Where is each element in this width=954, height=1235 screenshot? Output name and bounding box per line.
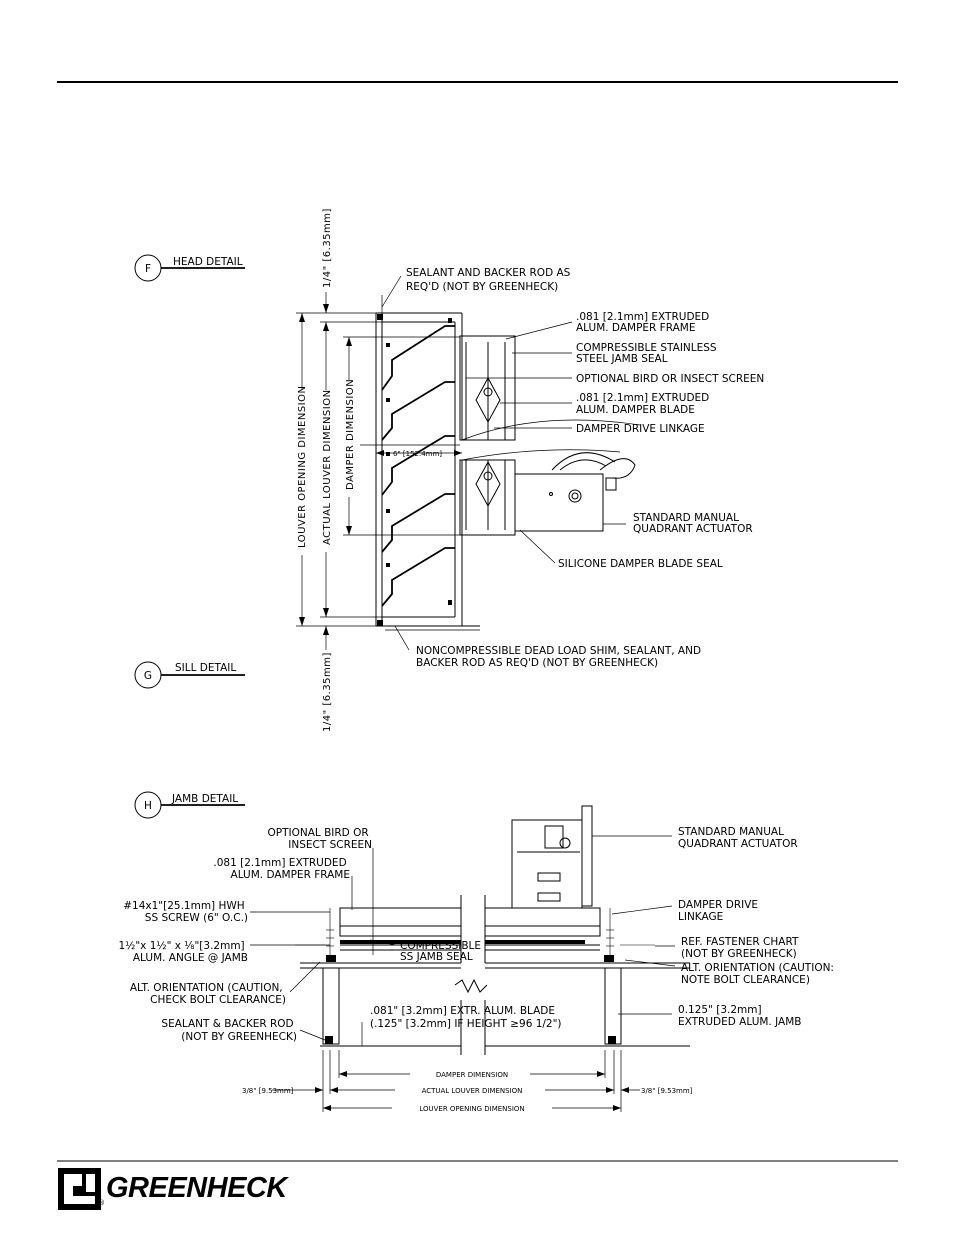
jamb-dim-right: 3/8" [9.53mm] xyxy=(641,1087,693,1095)
callout-quadrant-actuator: STANDARD MANUAL QUADRANT ACTUATOR xyxy=(633,512,753,535)
head-dim-louver-opening: LOUVER OPENING DIMENSION xyxy=(297,386,308,548)
jamb-callout-blade: .081" [3.2mm] EXTR. ALUM. BLADE (.125" [… xyxy=(370,1005,562,1030)
jamb-dim-louver-opening: LOUVER OPENING DIMENSION xyxy=(419,1105,524,1113)
head-dim-depth: 6" [152.4mm] xyxy=(393,450,442,458)
jamb-callout-quadrant-actuator: STANDARD MANUAL QUADRANT ACTUATOR xyxy=(678,826,798,850)
jamb-detail: H JAMB DETAIL xyxy=(118,791,837,1113)
jamb-callout-damper-frame: .081 [2.1mm] EXTRUDED ALUM. DAMPER FRAME xyxy=(213,857,350,881)
callout-blade-seal: SILICONE DAMPER BLADE SEAL xyxy=(558,558,723,570)
jamb-callout-sealant: SEALANT & BACKER ROD (NOT BY GREENHECK) xyxy=(161,1018,297,1043)
head-dim-quarter-inch: 1/4" [6.35mm] xyxy=(322,208,333,288)
registered-mark: ® xyxy=(98,1199,105,1207)
head-sill-detail: F HEAD DETAIL G SILL DETAIL 1/4" [6.35mm… xyxy=(134,208,764,732)
callout-dead-load-shim: NONCOMPRESSIBLE DEAD LOAD SHIM, SEALANT,… xyxy=(416,645,704,669)
sill-dim-quarter-inch: 1/4" [6.35mm] xyxy=(322,652,333,732)
jamb-callout-insect-screen: OPTIONAL BIRD OR INSECT SCREEN xyxy=(267,827,372,851)
head-detail-title: HEAD DETAIL xyxy=(173,256,243,268)
greenheck-logo-mark xyxy=(58,1168,101,1210)
callout-damper-blade: .081 [2.1mm] EXTRUDED ALUM. DAMPER BLADE xyxy=(576,392,713,416)
callout-jamb-seal: COMPRESSIBLE STAINLESS STEEL JAMB SEAL xyxy=(576,342,720,365)
jamb-callout-extruded-jamb: 0.125" [3.2mm] EXTRUDED ALUM. JAMB xyxy=(678,1004,801,1028)
head-dim-actual-louver: ACTUAL LOUVER DIMENSION xyxy=(322,389,333,545)
jamb-callout-angle: 1½"x 1½" x ⅛"[3.2mm] ALUM. ANGLE @ JAMB xyxy=(118,940,248,964)
callout-insect-screen: OPTIONAL BIRD OR INSECT SCREEN xyxy=(576,373,764,385)
callout-sealant-backer-rod: SEALANT AND BACKER ROD AS REQ'D (NOT BY … xyxy=(406,267,574,293)
head-detail-bubble-letter: F xyxy=(145,263,151,275)
jamb-callout-ss-seal: COMPRESSIBLE SS JAMB SEAL xyxy=(400,940,484,963)
jamb-callout-alt-orientation-right: ALT. ORIENTATION (CAUTION: NOTE BOLT CLE… xyxy=(681,962,837,986)
sill-detail-bubble-letter: G xyxy=(144,670,152,682)
callout-drive-linkage: DAMPER DRIVE LINKAGE xyxy=(576,423,705,435)
sill-detail-title: SILL DETAIL xyxy=(175,662,236,674)
head-dim-damper: DAMPER DIMENSION xyxy=(345,379,356,490)
jamb-callout-alt-orientation-left: ALT. ORIENTATION (CAUTION, CHECK BOLT CL… xyxy=(130,982,286,1006)
jamb-dim-left: 3/8" [9.53mm] xyxy=(242,1087,294,1095)
jamb-dim-actual-louver: ACTUAL LOUVER DIMENSION xyxy=(422,1087,523,1095)
jamb-callout-screw: #14x1"[25.1mm] HWH SS SCREW (6" O.C.) xyxy=(123,900,248,924)
jamb-callout-fastener-chart: REF. FASTENER CHART (NOT BY GREENHECK) xyxy=(681,936,802,960)
jamb-detail-title: JAMB DETAIL xyxy=(171,793,238,805)
jamb-detail-bubble-letter: H xyxy=(144,800,152,812)
jamb-callout-drive-linkage: DAMPER DRIVE LINKAGE xyxy=(678,899,761,923)
callout-damper-frame: .081 [2.1mm] EXTRUDED ALUM. DAMPER FRAME xyxy=(576,311,713,334)
jamb-dim-damper: DAMPER DIMENSION xyxy=(436,1071,508,1079)
greenheck-logo-text: GREENHECK xyxy=(106,1172,287,1204)
